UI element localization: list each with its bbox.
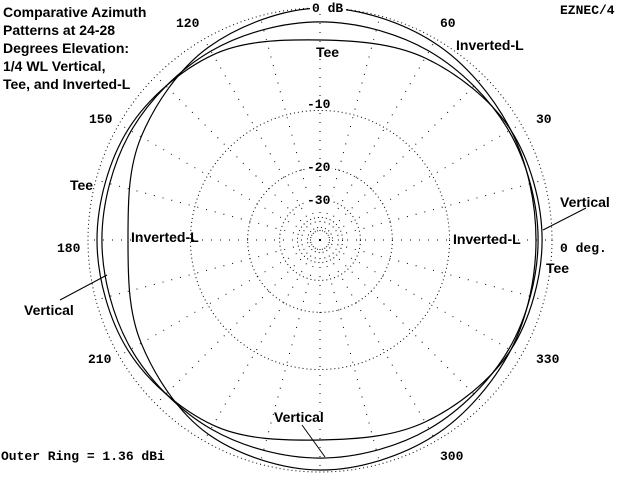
- radial-gridline: [118, 123, 321, 241]
- curve-label-vertical-right: Vertical: [560, 194, 610, 210]
- curve-tee: [96, 39, 543, 441]
- title-line-5: Tee, and Inverted-L: [3, 76, 131, 92]
- title-line-3: Degrees Elevation:: [3, 40, 129, 56]
- radial-gridline: [118, 239, 321, 357]
- angle-label-60: 60: [440, 16, 456, 31]
- curve-label-vertical-left: Vertical: [24, 302, 74, 318]
- angle-label-300: 300: [440, 449, 464, 464]
- curve-vertical: [101, 21, 539, 459]
- ring-30db: [279, 199, 361, 281]
- curve-label-vertical-bottom: Vertical: [274, 409, 324, 425]
- curve-label-invl-left: Inverted-L: [131, 229, 199, 245]
- radial-gridline: [319, 123, 522, 241]
- angle-label-330: 330: [536, 352, 560, 367]
- curve-label-tee-right: Tee: [546, 260, 569, 276]
- angle-label-30: 30: [536, 112, 552, 127]
- angle-label-180: 180: [57, 241, 81, 256]
- angle-label-0: 0 deg.: [560, 241, 607, 256]
- angle-label-150: 150: [89, 112, 113, 127]
- radial-gridline: [203, 38, 321, 241]
- ring-10db: [189, 109, 451, 371]
- radial-gridline: [259, 239, 321, 465]
- radial-gridline: [155, 75, 321, 241]
- radial-gridline: [319, 239, 437, 442]
- pointer-vertical-bottom: [301, 424, 326, 458]
- curve-label-invl-right: Inverted-L: [453, 231, 521, 247]
- program-label: EZNEC/4: [560, 3, 615, 18]
- title-line-4: 1/4 WL Vertical,: [3, 58, 105, 74]
- ring-label-30: -30: [307, 193, 331, 208]
- radial-gridline: [319, 239, 381, 465]
- outer-ring-label: Outer Ring = 1.36 dBi: [1, 449, 165, 464]
- radial-gridline: [319, 38, 437, 241]
- curve-label-tee-left: Tee: [70, 177, 93, 193]
- radial-gridline: [319, 239, 485, 405]
- curve-label-tee-top: Tee: [316, 44, 339, 60]
- pointer-vertical-right: [542, 207, 587, 231]
- pattern-curves: [96, 7, 543, 471]
- angle-label-210: 210: [88, 352, 112, 367]
- ring-50db: [306, 226, 334, 254]
- radial-gridline: [319, 75, 485, 241]
- radial-gridline: [319, 239, 545, 301]
- ring-label-20: -20: [307, 160, 331, 175]
- title-line-1: Comparative Azimuth: [3, 4, 146, 20]
- curve-inverted-l: [127, 7, 537, 471]
- angle-label-120: 120: [176, 16, 200, 31]
- radial-gridline: [319, 239, 522, 357]
- curve-label-invl-top: Inverted-L: [456, 37, 524, 53]
- radial-gridline: [155, 239, 321, 405]
- title-line-2: Patterns at 24-28: [3, 22, 115, 38]
- ring-label-10: -10: [307, 97, 331, 112]
- ring-40db: [296, 216, 344, 264]
- ring-label-0db: 0 dB: [312, 1, 343, 16]
- pointer-vertical-left: [59, 274, 108, 301]
